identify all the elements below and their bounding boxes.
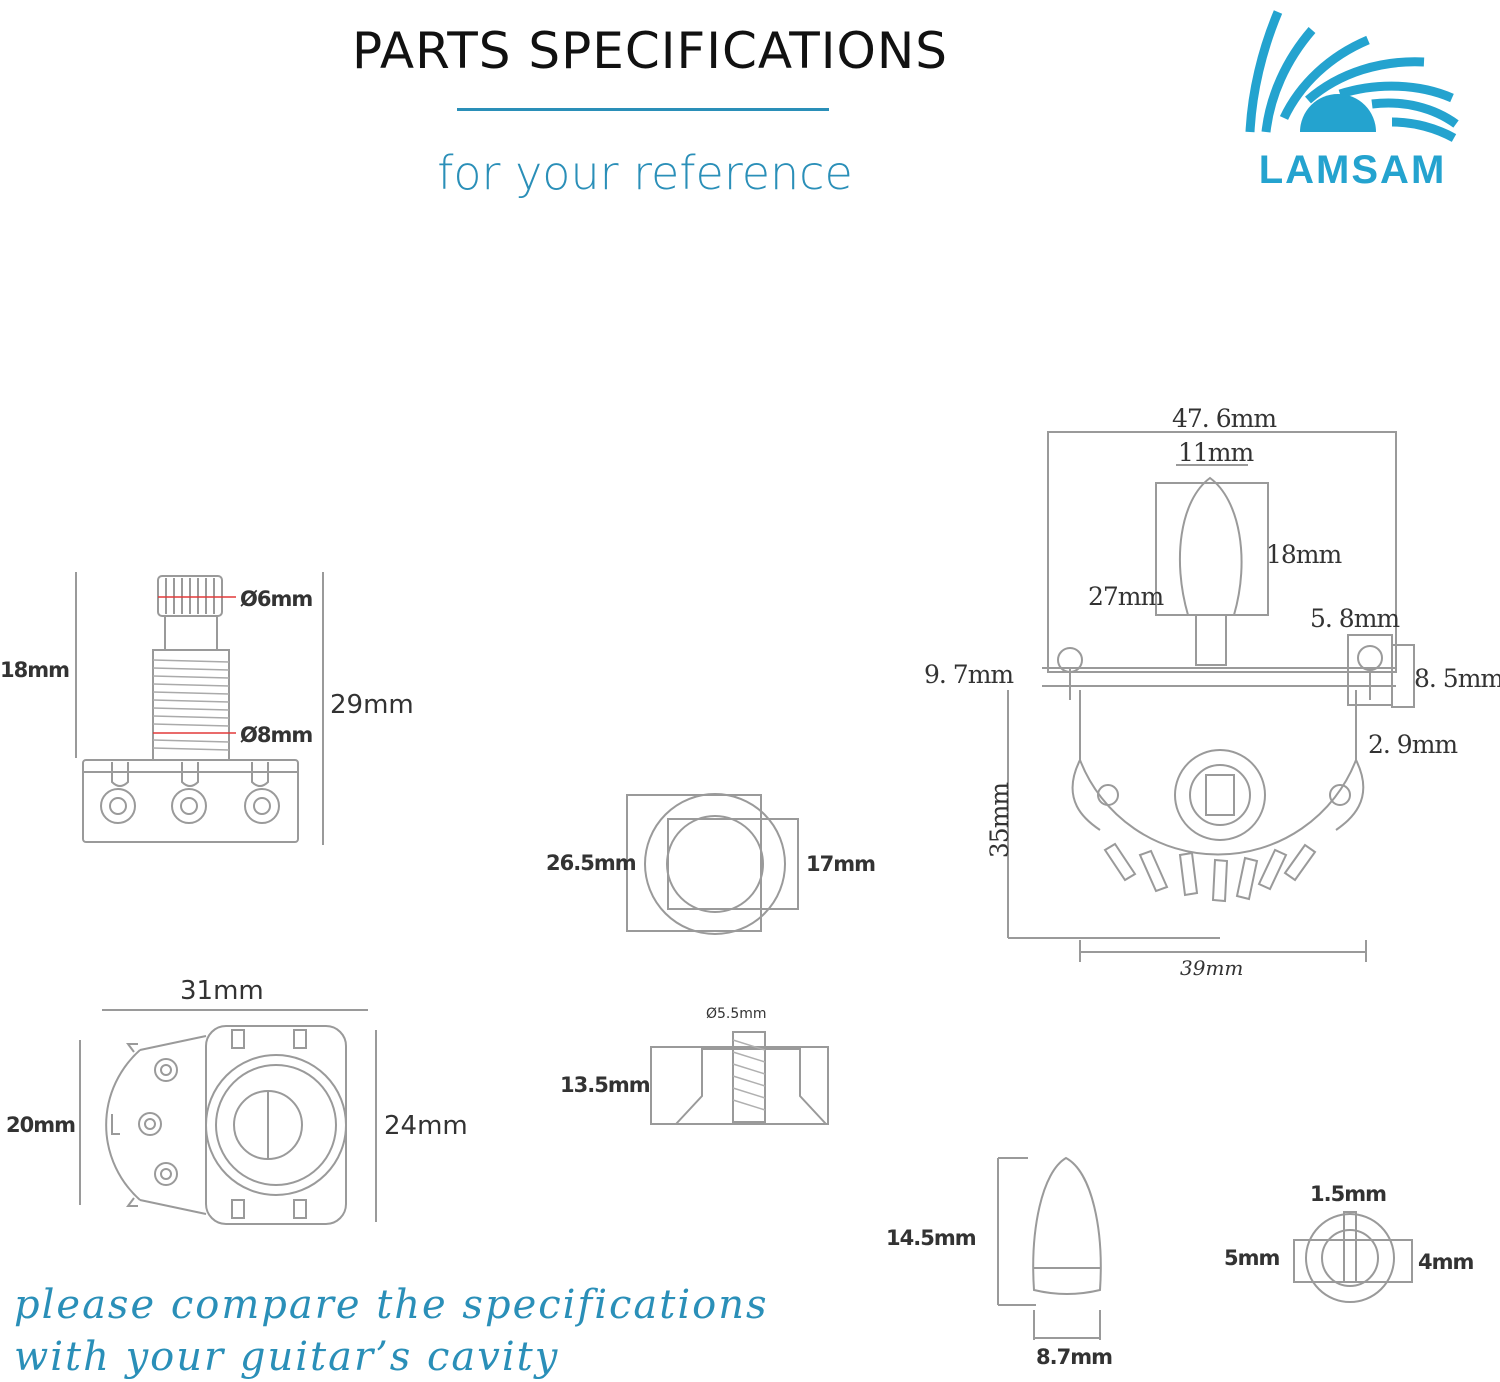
knob-side-view xyxy=(650,1031,829,1125)
pot-body-height-label: 20mm xyxy=(6,1113,76,1137)
knob-diameter-label: 26.5mm xyxy=(546,851,637,875)
page-title: PARTS SPECIFICATIONS xyxy=(351,22,949,80)
page-subtitle: for your reference xyxy=(437,146,853,200)
tip-outer-width-label: 5mm xyxy=(1224,1246,1280,1270)
switch-overall-width-label: 47. 6mm xyxy=(1172,404,1277,433)
switch-body-height-label: 35mm xyxy=(985,782,1015,859)
tip-base-width-label: 8.7mm xyxy=(1036,1345,1113,1369)
pot-shaft-height-label: 18mm xyxy=(0,658,70,682)
switch-lever-height-label: 27mm xyxy=(1088,582,1164,611)
switch-screw-spacing-label: 5. 8mm xyxy=(1310,604,1400,633)
switch-body-width-label: 39mm xyxy=(1180,956,1244,980)
tip-inner-width-label: 4mm xyxy=(1418,1250,1474,1274)
knob-hole-label: Ø5.5mm xyxy=(706,1006,767,1022)
title-divider xyxy=(457,108,829,111)
switch-mount-height-label: 8. 5mm xyxy=(1414,664,1500,693)
blade-switch-view xyxy=(1007,431,1415,962)
brand-wordmark: LAMSAM xyxy=(1258,148,1447,192)
tip-height-label: 14.5mm xyxy=(886,1226,977,1250)
knob-top-view xyxy=(626,793,799,935)
switch-plate-offset-label: 9. 7mm xyxy=(924,660,1014,689)
pot-total-height-label: 29mm xyxy=(330,690,414,720)
pot-body-diameter-label: 24mm xyxy=(384,1111,468,1141)
pot-side-view xyxy=(75,572,324,845)
pot-shaft-diameter-label: Ø6mm xyxy=(240,587,313,611)
compare-note-line1: please compare the specifications xyxy=(14,1282,769,1328)
pot-thread-diameter-label: Ø8mm xyxy=(240,723,313,747)
switch-tip-width-label: 11mm xyxy=(1178,438,1254,467)
pot-width-label: 31mm xyxy=(180,976,264,1006)
compare-note-line2: with your guitar’s cavity xyxy=(14,1334,560,1380)
switch-tip-height-label: 18mm xyxy=(1266,540,1342,569)
selector-tip-view xyxy=(997,1156,1413,1340)
switch-plate-thickness-label: 2. 9mm xyxy=(1368,730,1458,759)
knob-height-label: 13.5mm xyxy=(560,1073,651,1097)
knob-inner-diameter-label: 17mm xyxy=(806,852,876,876)
tip-slot-label: 1.5mm xyxy=(1310,1182,1387,1206)
pot-back-view xyxy=(79,1009,377,1225)
